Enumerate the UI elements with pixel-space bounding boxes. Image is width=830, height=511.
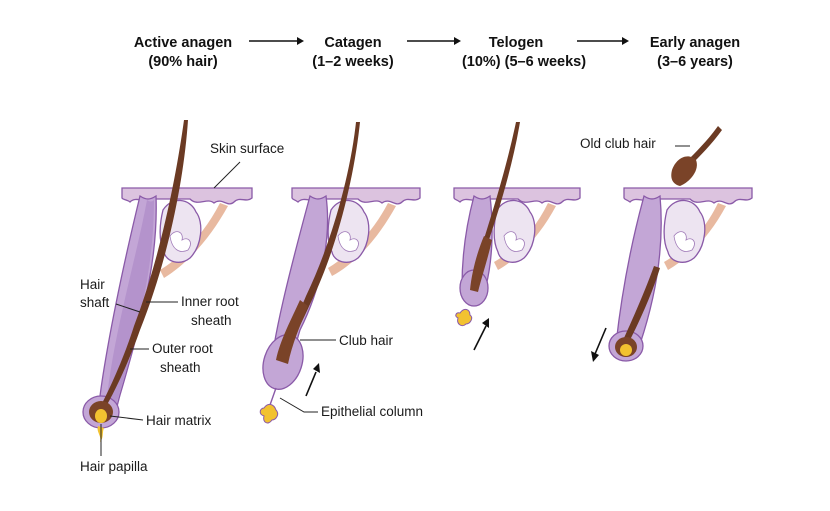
stage-header-catagen: Catagen (1–2 weeks) <box>312 35 394 70</box>
skin-surface-layer <box>121 187 253 205</box>
outer-root-sheath <box>269 194 329 381</box>
follicle-telogen <box>453 122 581 351</box>
label-text: Outer root <box>152 341 213 356</box>
epithelial-column <box>269 387 277 406</box>
hair-shaft <box>478 122 520 260</box>
old-club-hair-brush <box>671 156 697 186</box>
old-club-hair-shaft <box>686 126 722 166</box>
label-text: Skin surface <box>210 141 284 156</box>
label-club-hair: Club hair <box>300 333 394 348</box>
downward-arrow <box>591 327 607 362</box>
stage-arrow-1 <box>249 37 304 45</box>
label-text: Inner root <box>181 294 239 309</box>
label-text: Hair papilla <box>80 459 148 474</box>
stage-detail: (3–6 years) <box>657 54 733 70</box>
stage-header-telogen: Telogen (10%) (5–6 weeks) <box>462 35 586 70</box>
outer-root-sheath <box>615 194 662 345</box>
label-text: sheath <box>160 360 201 375</box>
club-hair-brush <box>276 300 308 364</box>
label-skin-surface: Skin surface <box>210 141 284 189</box>
stage-header-early-anagen: Early anagen (3–6 years) <box>650 35 740 70</box>
label-outer-root-sheath: Outer root sheath <box>130 341 213 375</box>
label-old-club-hair: Old club hair <box>580 136 690 151</box>
follicle-catagen <box>259 122 421 424</box>
skin-surface-layer <box>291 187 421 205</box>
label-inner-root-sheath: Inner root sheath <box>146 294 239 328</box>
stage-header-active-anagen: Active anagen (90% hair) <box>134 35 232 70</box>
follicle-active-anagen <box>82 120 253 442</box>
stage-title: Active anagen <box>134 35 232 51</box>
papilla-cells <box>259 403 279 424</box>
stage-detail: (10%) (5–6 weeks) <box>462 54 586 70</box>
stage-detail: (90% hair) <box>148 54 217 70</box>
upward-arrow <box>305 363 320 397</box>
label-text: sheath <box>191 313 232 328</box>
stage-title: Early anagen <box>650 35 740 51</box>
stage-title: Telogen <box>489 35 544 51</box>
papilla-cells <box>455 308 473 327</box>
stage-detail: (1–2 weeks) <box>312 54 394 70</box>
stage-arrow-2 <box>407 37 461 45</box>
upward-arrow <box>473 318 489 351</box>
label-hair-matrix: Hair matrix <box>109 413 212 428</box>
club-hair-brush <box>470 236 492 292</box>
sebaceous-gland <box>663 199 706 263</box>
stage-title: Catagen <box>324 35 381 51</box>
stage-arrow-3 <box>577 37 629 45</box>
label-text: shaft <box>80 295 110 310</box>
label-hair-papilla: Hair papilla <box>80 424 148 474</box>
skin-surface-layer <box>453 187 581 205</box>
skin-surface-layer <box>623 187 753 205</box>
label-text: Hair <box>80 277 105 292</box>
label-text: Old club hair <box>580 136 656 151</box>
label-epithelial-column: Epithelial column <box>279 397 423 419</box>
label-hair-shaft: Hair shaft <box>80 277 141 313</box>
sebaceous-gland <box>493 199 536 263</box>
label-text: Epithelial column <box>321 404 423 419</box>
follicle-early-anagen <box>591 126 753 362</box>
hair-papilla <box>95 409 107 423</box>
new-hair-shaft <box>624 266 660 340</box>
label-text: Club hair <box>339 333 394 348</box>
inner-root-sheath <box>106 200 154 405</box>
hair-papilla <box>620 344 632 356</box>
label-text: Hair matrix <box>146 413 212 428</box>
